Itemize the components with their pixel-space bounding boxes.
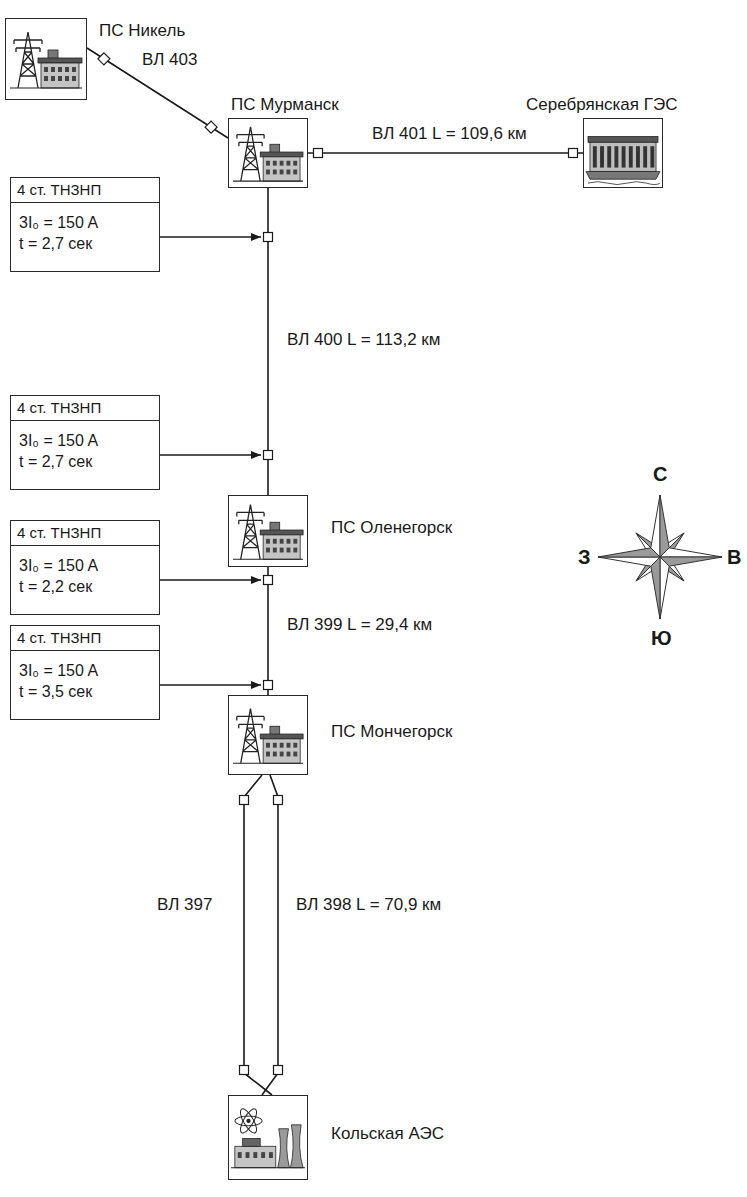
relay-setting: 3I₀ = 150 A t = 3,5 сек: [11, 651, 111, 713]
compass-ray: [598, 548, 660, 557]
sub-icon: [229, 119, 307, 187]
breaker-symbol: [264, 576, 273, 585]
substation-box: Серебрянская ГЭС: [583, 118, 663, 188]
station-name: Серебрянская ГЭС: [526, 95, 677, 115]
breaker-symbol: [569, 149, 578, 158]
compass-ray: [651, 495, 660, 557]
line-label: ВЛ 400 L = 113,2 км: [285, 330, 442, 350]
power-line: [262, 775, 278, 1095]
relay-settings-box: 4 ст. ТНЗНП3I₀ = 150 A t = 3,5 сек: [10, 625, 160, 720]
relay-setting: 3I₀ = 150 A t = 2,2 сек: [11, 546, 111, 608]
protection-arrow: [160, 579, 261, 580]
substation-box: ПС Никель: [5, 18, 87, 100]
compass-ray: [598, 557, 660, 566]
compass-rose: [598, 495, 722, 619]
breaker-symbol: [264, 451, 273, 460]
protection-arrow: [160, 454, 261, 455]
substation-box: Кольская АЭС: [228, 1095, 308, 1180]
nuclear-icon: [229, 1096, 307, 1179]
power-line: [244, 775, 272, 1095]
station-name: ПС Мурманск: [231, 95, 339, 115]
relay-setting: 3I₀ = 150 A t = 2,7 сек: [11, 421, 111, 483]
line-label: ВЛ 403: [140, 50, 199, 70]
relay-setting: 3I₀ = 150 A t = 2,7 сек: [11, 203, 111, 265]
compass-ray: [660, 495, 669, 557]
station-name: ПС Оленегорск: [331, 518, 452, 538]
station-name: ПС Никель: [99, 21, 185, 41]
breaker-symbol: [205, 121, 217, 133]
compass-ray: [660, 548, 722, 557]
breaker-symbol: [98, 53, 110, 65]
station-name: Кольская АЭС: [331, 1124, 444, 1144]
station-name: ПС Мончегорск: [331, 722, 452, 742]
relay-settings-box: 4 ст. ТНЗНП3I₀ = 150 A t = 2,7 сек: [10, 395, 160, 490]
power-line: [308, 152, 583, 154]
relay-settings-box: 4 ст. ТНЗНП3I₀ = 150 A t = 2,2 сек: [10, 520, 160, 615]
line-label: ВЛ 401 L = 109,6 км: [370, 124, 529, 144]
substation-box: ПС Мончегорск: [228, 695, 308, 775]
compass-ray: [660, 557, 669, 619]
breaker-symbol: [264, 681, 273, 690]
line-label: ВЛ 398 L = 70,9 км: [294, 895, 443, 915]
line-label: ВЛ 397: [155, 895, 214, 915]
relay-settings-box: 4 ст. ТНЗНП3I₀ = 150 A t = 2,7 сек: [10, 177, 160, 272]
breaker-symbol: [240, 1066, 249, 1075]
compass-letter: З: [578, 546, 591, 568]
protection-stage: 4 ст. ТНЗНП: [11, 178, 159, 203]
substation-box: ПС Мурманск: [228, 118, 308, 188]
protection-stage: 4 ст. ТНЗНП: [11, 521, 159, 546]
power-line: [267, 567, 269, 695]
breaker-symbol: [264, 233, 273, 242]
connector-group: [87, 48, 583, 1095]
breaker-symbol: [274, 796, 283, 805]
hydro-icon: [584, 119, 662, 187]
power-line: [87, 48, 228, 138]
compass-ray: [660, 557, 722, 566]
protection-stage: 4 ст. ТНЗНП: [11, 626, 159, 651]
protection-arrow: [160, 684, 261, 685]
substation-box: ПС Оленегорск: [228, 495, 308, 567]
compass-letter: Ю: [651, 627, 672, 649]
protection-arrow: [160, 236, 261, 237]
breaker-symbol: [240, 796, 249, 805]
compass-letter: В: [727, 546, 741, 568]
compass-letter: С: [653, 463, 667, 485]
sub-icon: [6, 19, 86, 99]
breaker-symbol: [274, 1066, 283, 1075]
sub-icon: [229, 696, 307, 774]
breaker-group: [98, 53, 578, 1075]
sub-icon: [229, 496, 307, 566]
line-label: ВЛ 399 L = 29,4 км: [285, 615, 434, 635]
breaker-symbol: [314, 149, 323, 158]
compass-ray: [651, 557, 660, 619]
protection-stage: 4 ст. ТНЗНП: [11, 396, 159, 421]
